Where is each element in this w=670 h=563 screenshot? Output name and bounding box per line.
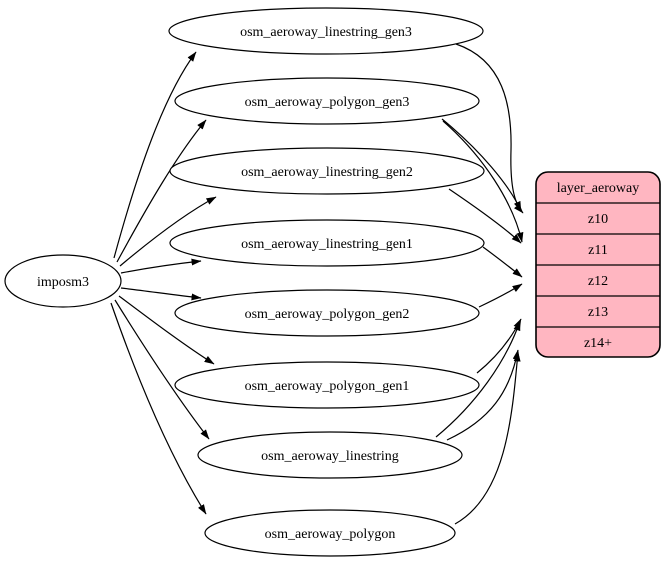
- node-shape: [168, 7, 484, 55]
- node-label: osm_aeroway_polygon_gen2: [245, 307, 410, 322]
- node-imposm3-label: imposm3: [37, 275, 89, 290]
- edge-linestring-gen1-to-z12: [482, 246, 523, 278]
- node-shape: [204, 509, 456, 557]
- record-layer-aeroway: layer_aeroway z10 z11 z12 z13 z14+: [535, 171, 661, 358]
- node-osm-aeroway-linestring-gen2: osm_aeroway_linestring_gen2: [169, 147, 485, 195]
- node-shape: [169, 147, 485, 195]
- record-title: layer_aeroway: [557, 181, 639, 196]
- node-label: osm_aeroway_linestring_gen3: [240, 25, 412, 40]
- node-osm-aeroway-linestring-gen3: osm_aeroway_linestring_gen3: [168, 7, 484, 55]
- node-osm-aeroway-polygon-gen1: osm_aeroway_polygon_gen1: [174, 361, 480, 409]
- edge-imposm3-to-polygon: [110, 302, 207, 515]
- record-row-z12: z12: [588, 274, 608, 289]
- node-shape: [174, 77, 480, 125]
- edge-polygon-gen2-to-z12: [478, 283, 523, 308]
- edges-from-source: [110, 51, 217, 515]
- edge-imposm3-to-polygon-gen2: [120, 287, 202, 301]
- edge-linestring-gen3-to-z10: [455, 43, 524, 214]
- node-label: osm_aeroway_linestring_gen2: [241, 165, 413, 180]
- node-shape: [197, 431, 463, 479]
- edge-imposm3-to-polygon-gen3: [116, 119, 207, 263]
- edge-linestring-to-z13: [435, 320, 521, 438]
- edges-to-record: [435, 43, 524, 525]
- edge-linestring-gen2-to-z11: [448, 188, 522, 244]
- node-label: osm_aeroway_linestring: [261, 449, 399, 464]
- node-shape: [174, 289, 480, 337]
- edge-linestring-to-z14: [446, 349, 520, 441]
- node-shape: [174, 361, 480, 409]
- node-label: osm_aeroway_linestring_gen1: [241, 237, 413, 252]
- record-row-z13: z13: [588, 305, 608, 320]
- node-shape: [169, 219, 485, 267]
- edge-polygon-gen3-to-z10: [441, 118, 522, 212]
- record-row-z11: z11: [588, 243, 608, 258]
- edge-polygon-to-z14: [454, 351, 521, 525]
- record-row-z14: z14+: [584, 336, 612, 351]
- edge-imposm3-to-linestring-gen1: [120, 258, 202, 274]
- node-osm-aeroway-linestring: osm_aeroway_linestring: [197, 431, 463, 479]
- node-label: osm_aeroway_polygon_gen3: [245, 95, 410, 110]
- node-osm-aeroway-polygon-gen3: osm_aeroway_polygon_gen3: [174, 77, 480, 125]
- node-imposm3: imposm3: [4, 254, 122, 308]
- node-osm-aeroway-linestring-gen1: osm_aeroway_linestring_gen1: [169, 219, 485, 267]
- edge-imposm3-to-linestring-gen2: [119, 196, 217, 267]
- node-imposm3-shape: [4, 254, 122, 308]
- node-label: osm_aeroway_polygon: [265, 527, 396, 542]
- node-osm-aeroway-polygon-gen2: osm_aeroway_polygon_gen2: [174, 289, 480, 337]
- record-row-z10: z10: [588, 212, 608, 227]
- edge-imposm3-to-linestring: [114, 299, 210, 440]
- edge-imposm3-to-polygon-gen1: [118, 295, 215, 365]
- edge-polygon-gen3-to-z11: [442, 120, 524, 243]
- node-osm-aeroway-polygon: osm_aeroway_polygon: [204, 509, 456, 557]
- edge-imposm3-to-linestring-gen3: [113, 51, 197, 259]
- node-label: osm_aeroway_polygon_gen1: [245, 379, 410, 394]
